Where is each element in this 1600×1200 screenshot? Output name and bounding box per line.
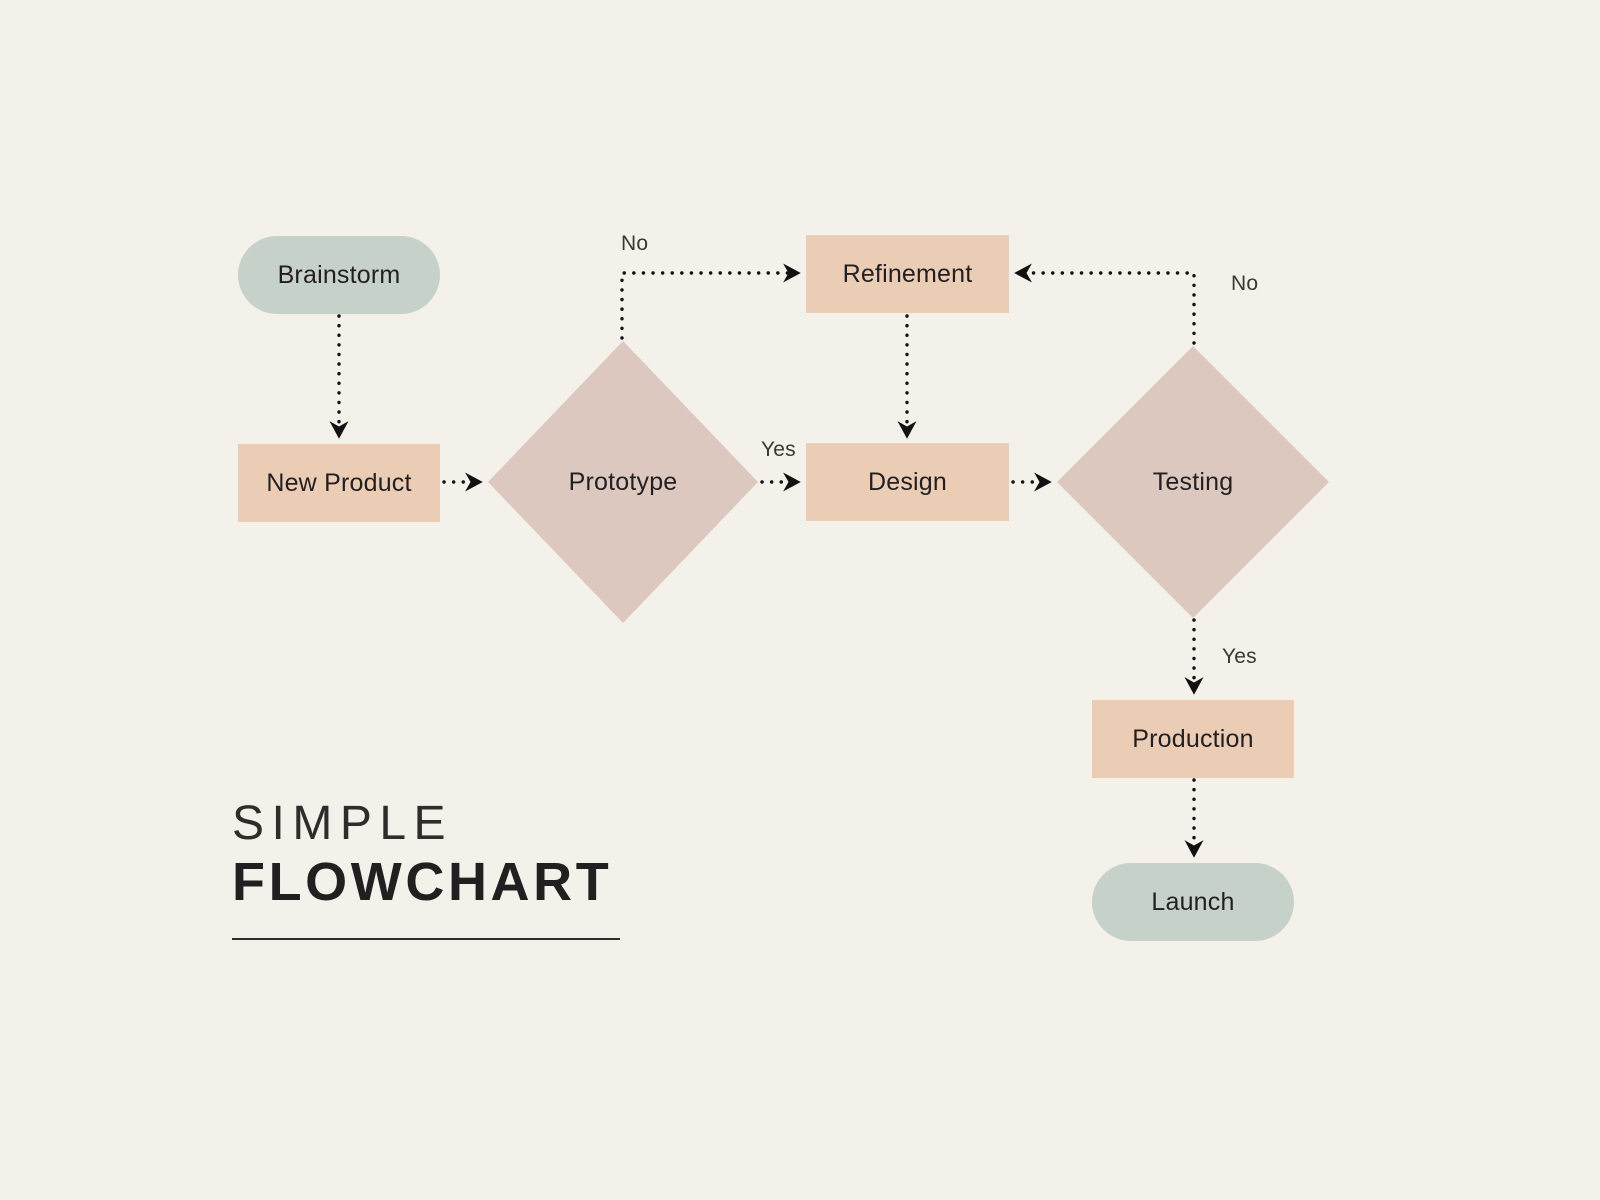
edge-label-no-testing: No <box>1231 272 1259 295</box>
node-new-product-label: New Product <box>266 468 412 497</box>
node-prototype[interactable]: Prototype <box>488 341 758 623</box>
node-production-label: Production <box>1132 724 1254 753</box>
node-design[interactable]: Design <box>806 443 1009 521</box>
node-launch-label: Launch <box>1151 887 1235 916</box>
edge-label-yes-testing: Yes <box>1222 645 1257 668</box>
title-line-simple: SIMPLE <box>232 797 454 850</box>
node-refinement[interactable]: Refinement <box>806 235 1009 313</box>
node-prototype-label: Prototype <box>568 467 678 496</box>
edge-prototype-no-to-refinement <box>620 263 801 340</box>
node-design-label: Design <box>867 467 948 496</box>
edge-label-yes-design: Yes <box>761 438 796 461</box>
node-testing-label: Testing <box>1152 467 1234 496</box>
edge-label-no-prototype: No <box>621 232 649 255</box>
node-brainstorm[interactable]: Brainstorm <box>238 236 440 314</box>
node-testing[interactable]: Testing <box>1057 346 1329 618</box>
node-refinement-label: Refinement <box>842 259 973 288</box>
node-production[interactable]: Production <box>1092 700 1294 778</box>
diamond-shape-icon <box>1057 346 1329 618</box>
title-block: SIMPLE FLOWCHART <box>232 797 752 941</box>
edge-testing-no-to-refinement <box>1014 263 1196 345</box>
title-line-flowchart: FLOWCHART <box>232 851 613 912</box>
diamond-shape-icon <box>488 341 758 623</box>
node-brainstorm-label: Brainstorm <box>277 260 401 289</box>
title-divider <box>232 938 620 941</box>
node-launch[interactable]: Launch <box>1092 863 1294 941</box>
node-new-product[interactable]: New Product <box>238 444 440 522</box>
